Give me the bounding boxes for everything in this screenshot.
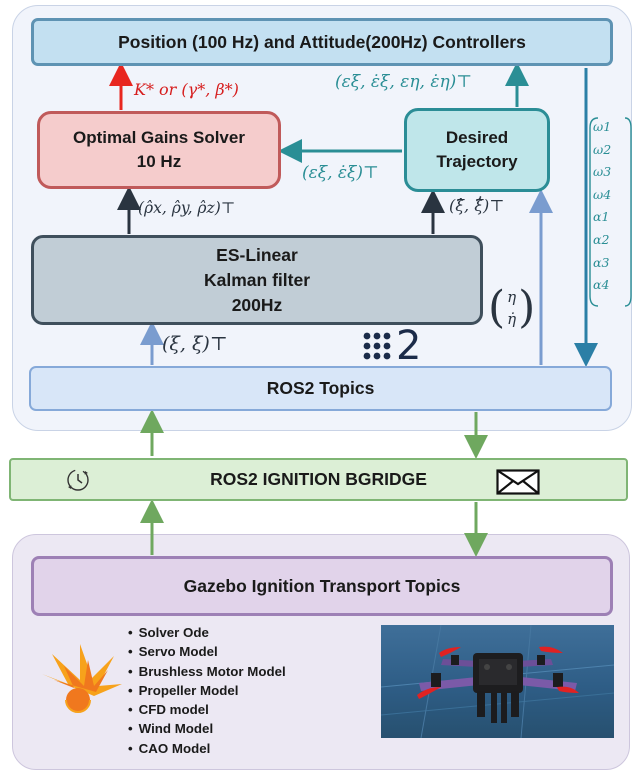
control-vector-item: ω2 [593,141,612,157]
control-vector-item: ω4 [593,186,612,202]
kalman-filter-block: ES-Linear Kalman filter 200Hz [31,235,483,325]
kalman-line3: 200Hz [231,294,283,315]
control-vector-item: α1 [593,209,610,225]
controllers-block: Position (100 Hz) and Attitude(200Hz) Co… [31,18,613,66]
control-vector-item: α3 [593,254,610,270]
gains-solver-block: Optimal Gains Solver 10 Hz [37,111,281,189]
list-item: Brushless Motor Model [128,662,286,681]
trajectory-line2: Trajectory [436,152,518,171]
trajectory-to-gains-label: (εξ, ε̇ξ)⊤ [302,163,380,183]
kalman-to-gains-label: (ρ̂x, ρ̂y, ρ̂z)⊤ [138,199,236,217]
ros2-topics-block: ROS2 Topics [29,366,612,411]
control-vector-item: α2 [593,231,610,247]
list-item: Propeller Model [128,681,286,700]
trajectory-output-label: (εξ, ε̇ξ, εη, ε̇η)⊤ [335,72,473,92]
control-vector-item: ω1 [593,119,612,134]
control-vector-right-bracket [624,117,632,307]
trajectory-line1: Desired [445,128,509,147]
ignition-logo-icon [42,644,122,713]
eta-vector: ( η η̇ ) [488,282,536,333]
kalman-to-trajectory-label: (ξ̂, ξ̂̇)⊤ [449,196,505,215]
ros2-logo-digit: 2 [396,323,422,369]
list-item: CFD model [128,700,286,719]
model-list: Solver Ode Servo Model Brushless Motor M… [128,623,286,758]
gains-output-label: K* or (γ*, β*) [134,80,239,99]
control-vector-item: α4 [593,277,610,293]
list-item: Solver Ode [128,623,286,642]
kalman-line2: Kalman filter [204,269,310,290]
kalman-line1: ES-Linear [216,244,298,265]
ros2-topics-label: ROS2 Topics [266,378,375,398]
list-item: CAO Model [128,739,286,758]
gains-solver-title: Optimal Gains Solver [73,128,245,147]
gains-solver-rate: 10 Hz [136,152,182,171]
eta-label: η [507,288,517,306]
drone-render-image [381,625,614,738]
list-item: Servo Model [128,642,286,661]
controllers-label: Position (100 Hz) and Attitude(200Hz) Co… [118,31,526,52]
control-vector: ω1 ω2 ω3 ω4 α1 α2 α3 α4 [593,116,611,297]
gazebo-label: Gazebo Ignition Transport Topics [183,575,461,596]
list-item: Wind Model [128,719,286,738]
envelope-icon [496,469,540,495]
control-vector-left-bracket [589,117,599,307]
bridge-label: ROS2 IGNITION BGRIDGE [210,469,427,489]
clock-sync-icon [67,469,89,491]
ros2-logo-icon: 2 [362,326,421,366]
desired-trajectory-block: Desired Trajectory [404,108,550,192]
control-vector-item: ω3 [593,164,612,180]
topics-to-kalman-label: (ξ, ξ̇)⊤ [162,333,228,355]
eta-dot-label: η̇ [507,310,517,328]
gazebo-topics-block: Gazebo Ignition Transport Topics [31,556,613,616]
